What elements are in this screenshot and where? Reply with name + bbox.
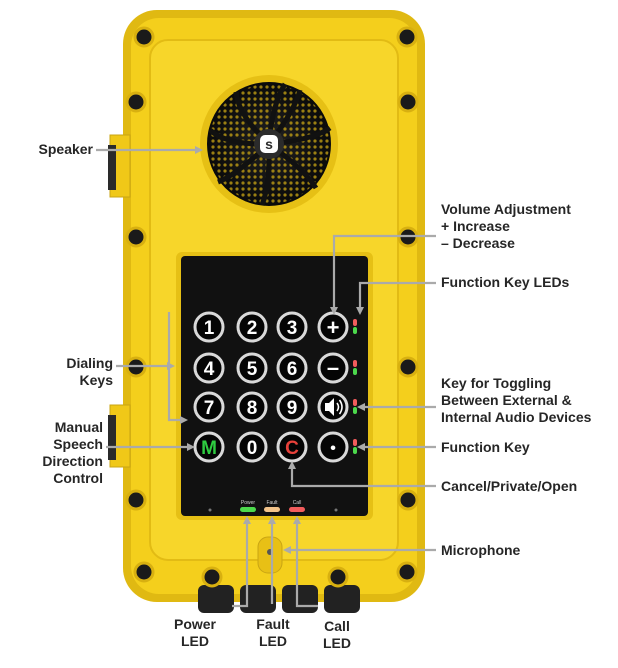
- volume-callout-line1: Volume Adjustment: [441, 201, 571, 217]
- fault-led-label: Fault: [266, 500, 278, 506]
- toggle-callout-line1: Key for Toggling: [441, 375, 552, 391]
- volume-callout-line3: – Decrease: [441, 235, 515, 251]
- key-9[interactable]: 9: [276, 391, 308, 423]
- keypad-keys: 1 2 3 + 4 5 6 – 7 8 9 M 0 C •: [193, 311, 349, 463]
- key-minus[interactable]: –: [317, 352, 349, 384]
- key-minus-label: –: [327, 355, 339, 380]
- key-plus[interactable]: +: [317, 311, 349, 343]
- key-3-label: 3: [287, 318, 298, 339]
- cancel-callout: Cancel/Private/Open: [441, 478, 578, 494]
- power-led-label: Power: [241, 500, 256, 506]
- key-plus-label: +: [327, 315, 340, 340]
- key-m-label: M: [201, 438, 217, 459]
- toggle-callout-line3: Internal Audio Devices: [441, 409, 592, 425]
- key-8[interactable]: 8: [236, 391, 268, 423]
- speaker-callout: Speaker: [38, 141, 93, 157]
- key-7[interactable]: 7: [193, 391, 225, 423]
- power-led-callout-line2: LED: [181, 633, 209, 649]
- key-function-label: •: [330, 440, 336, 457]
- key-4-label: 4: [204, 359, 215, 380]
- key-c-label: C: [285, 438, 299, 459]
- microphone: [257, 536, 283, 574]
- function-key-leds: [353, 319, 357, 454]
- call-led: [289, 507, 305, 512]
- key-function[interactable]: •: [317, 431, 349, 463]
- key-9-label: 9: [287, 398, 298, 419]
- dialing-keys-callout-line2: Keys: [79, 372, 113, 388]
- power-led: [240, 507, 256, 512]
- manual-callout-line1: Manual: [54, 419, 103, 435]
- key-6[interactable]: 6: [276, 352, 308, 384]
- key-m[interactable]: M: [193, 431, 225, 463]
- key-2[interactable]: 2: [236, 311, 268, 343]
- volume-icon: [325, 398, 343, 416]
- manual-callout-line3: Direction: [42, 453, 103, 469]
- speaker: s: [200, 75, 338, 213]
- leader-lines: [96, 148, 436, 608]
- key-3[interactable]: 3: [276, 311, 308, 343]
- manual-callout-line2: Speech: [53, 436, 103, 452]
- key-8-label: 8: [247, 398, 258, 419]
- function-key-leds-callout: Function Key LEDs: [441, 274, 570, 290]
- manual-callout-line4: Control: [53, 470, 103, 486]
- call-led-label: Call: [293, 500, 302, 506]
- logo-icon: s: [260, 135, 278, 153]
- key-0[interactable]: 0: [236, 431, 268, 463]
- key-2-label: 2: [247, 318, 258, 339]
- function-key-callout: Function Key: [441, 439, 530, 455]
- fault-led-callout-line1: Fault: [256, 616, 290, 632]
- svg-text:s: s: [265, 136, 273, 152]
- microphone-callout: Microphone: [441, 542, 521, 558]
- key-7-label: 7: [204, 398, 215, 419]
- fault-led-callout-line2: LED: [259, 633, 287, 649]
- key-c[interactable]: C: [276, 431, 308, 463]
- key-0-label: 0: [247, 438, 258, 459]
- key-5[interactable]: 5: [236, 352, 268, 384]
- key-5-label: 5: [247, 359, 258, 380]
- volume-callout-line2: + Increase: [441, 218, 510, 234]
- fault-led: [264, 507, 280, 512]
- key-4[interactable]: 4: [193, 352, 225, 384]
- keypad-panel: [176, 252, 373, 520]
- key-1[interactable]: 1: [193, 311, 225, 343]
- status-led-strip: Power Fault Call: [208, 500, 338, 512]
- key-1-label: 1: [204, 318, 215, 339]
- power-led-callout-line1: Power: [173, 616, 216, 632]
- arrow-heads: [167, 146, 365, 554]
- call-led-callout-line2: LED: [323, 635, 351, 651]
- key-audio-toggle[interactable]: [317, 391, 349, 423]
- key-6-label: 6: [287, 359, 298, 380]
- call-led-callout-line1: Call: [324, 618, 350, 634]
- toggle-callout-line2: Between External &: [441, 392, 572, 408]
- dialing-keys-callout-line1: Dialing: [66, 355, 113, 371]
